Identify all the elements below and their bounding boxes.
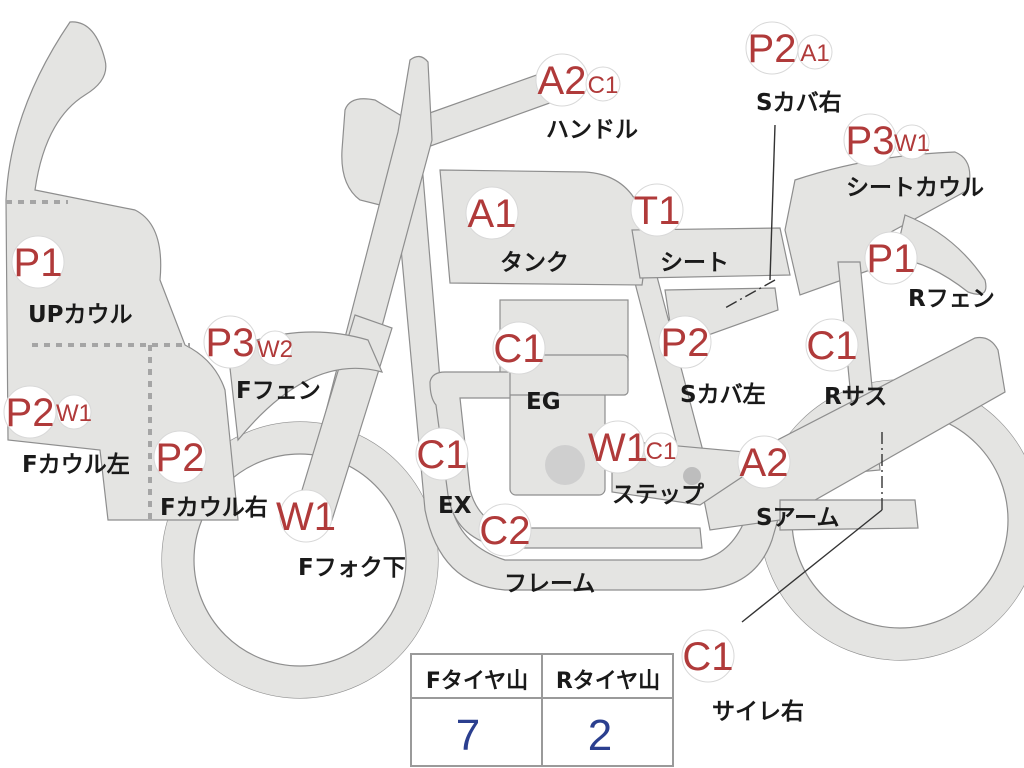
part-label: Rサス xyxy=(824,384,887,410)
front-tire-value: 7 xyxy=(456,711,480,760)
code-badge xyxy=(203,315,257,369)
frame-shape xyxy=(391,139,791,591)
condition-code: A2 xyxy=(538,59,587,103)
part-label: Sカバ右 xyxy=(756,89,842,116)
condition-code: P1 xyxy=(867,237,916,281)
fairing-shape xyxy=(5,21,239,521)
condition-code: W1 xyxy=(56,400,92,427)
condition-code: P3 xyxy=(846,119,895,163)
code-badge xyxy=(894,124,930,160)
code-badge xyxy=(11,235,65,289)
condition-code: C2 xyxy=(479,509,530,553)
part-label: UPカウル xyxy=(28,302,133,328)
condition-code: T1 xyxy=(634,189,681,233)
code-badge xyxy=(279,489,333,543)
exhaust-shape xyxy=(429,371,703,549)
condition-code: C1 xyxy=(646,438,677,465)
part-label: Sカバ左 xyxy=(680,382,766,408)
code-badge xyxy=(585,66,621,102)
rear-tire-header: Rタイヤ山 xyxy=(556,669,660,694)
condition-code: P2 xyxy=(748,27,797,71)
code-badge xyxy=(658,315,712,369)
code-badge xyxy=(805,318,859,372)
code-badge xyxy=(257,330,293,366)
condition-code: W2 xyxy=(257,336,293,363)
rear-tire-value: 2 xyxy=(588,711,612,760)
part-silencer-right: C1 サイレ右 xyxy=(681,629,804,725)
part-frame: C2 フレーム xyxy=(478,503,595,597)
part-label: Rフェン xyxy=(908,286,995,312)
code-badge xyxy=(492,321,546,375)
condition-code: P3 xyxy=(206,321,255,365)
code-badge xyxy=(630,183,684,237)
tire-table: Fタイヤ山 Rタイヤ山 7 2 xyxy=(410,653,674,767)
condition-code: C1 xyxy=(416,433,467,477)
code-badge xyxy=(681,629,735,683)
condition-code: W1 xyxy=(276,495,336,539)
part-label: Sアーム xyxy=(756,505,840,531)
code-badge xyxy=(153,430,207,484)
swingarm-lower xyxy=(779,499,919,531)
front-wheel xyxy=(161,421,439,699)
code-badge xyxy=(643,432,679,468)
seat-cowl-shape xyxy=(784,151,971,296)
part-seat: T1 シート xyxy=(630,183,729,276)
code-badge xyxy=(465,186,519,240)
condition-code: A2 xyxy=(740,441,789,485)
part-label: EG xyxy=(526,389,561,415)
condition-code: C1 xyxy=(682,635,733,679)
part-label: ハンドル xyxy=(546,117,638,143)
condition-code: P1 xyxy=(14,241,63,285)
condition-code: C1 xyxy=(493,327,544,371)
code-badge xyxy=(864,231,918,285)
part-label: フレーム xyxy=(504,571,595,597)
condition-code: A1 xyxy=(468,192,517,236)
code-badge xyxy=(737,435,791,489)
rear-fender-shape xyxy=(894,214,987,295)
condition-code: P2 xyxy=(661,321,710,365)
part-label: シートカウル xyxy=(846,175,984,201)
part-label: Fカウル左 xyxy=(22,452,130,478)
condition-code: C1 xyxy=(806,324,857,368)
condition-code: C1 xyxy=(588,72,619,99)
condition-code: W1 xyxy=(588,426,648,470)
code-badge xyxy=(3,385,57,439)
part-label: EX xyxy=(438,493,472,519)
part-label: サイレ右 xyxy=(712,698,804,725)
condition-code: P2 xyxy=(6,391,55,435)
front-tire-header: Fタイヤ山 xyxy=(426,669,528,694)
code-badge xyxy=(415,427,469,481)
condition-code: P2 xyxy=(156,436,205,480)
code-badge xyxy=(478,503,532,557)
seat-shape xyxy=(631,227,791,279)
part-label: ステップ xyxy=(612,482,705,508)
part-label: Fフェン xyxy=(236,378,321,404)
condition-code: A1 xyxy=(800,40,829,67)
part-label: シート xyxy=(660,250,729,276)
part-label: タンク xyxy=(500,250,569,276)
part-tank: A1 タンク xyxy=(465,186,569,276)
code-badge xyxy=(797,34,833,70)
part-label: Fカウル右 xyxy=(160,494,268,521)
condition-code: W1 xyxy=(894,130,930,157)
part-label: Fフォク下 xyxy=(298,555,406,581)
code-badge xyxy=(56,394,92,430)
